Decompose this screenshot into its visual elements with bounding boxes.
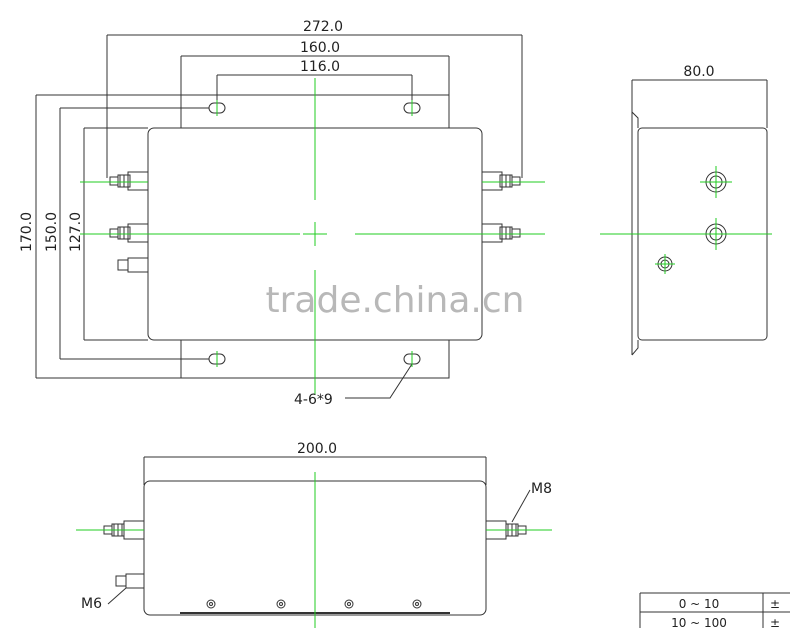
dim-272: 272.0 — [303, 19, 343, 35]
terminals-right — [481, 171, 521, 243]
dim-170: 170.0 — [19, 212, 35, 252]
dim-150: 150.0 — [44, 212, 60, 252]
front-view — [103, 456, 531, 616]
terminals-left — [109, 171, 149, 273]
hole-callout: 4-6*9 — [294, 392, 333, 408]
tol-row-2-value: ± — [770, 616, 780, 628]
top-view — [35, 34, 523, 399]
tol-row-1-value: ± — [770, 597, 780, 611]
dim-80: 80.0 — [683, 64, 714, 80]
dim-127: 127.0 — [68, 212, 84, 252]
m6-callout: M6 — [81, 596, 102, 612]
side-view — [631, 79, 768, 356]
dim-200: 200.0 — [297, 441, 337, 457]
m6-leader — [107, 587, 127, 605]
watermark: trade.china.cn — [266, 280, 525, 321]
side-view-centerlines — [600, 166, 772, 274]
tol-row-1-range: 0 ~ 10 — [679, 597, 720, 611]
hole-leader — [345, 363, 413, 399]
top-view-centerlines — [80, 78, 545, 395]
tolerance-table — [639, 592, 790, 628]
tol-row-2-range: 10 ~ 100 — [671, 616, 727, 628]
m8-callout: M8 — [531, 481, 552, 497]
dim-116: 116.0 — [300, 59, 340, 75]
dim-160: 160.0 — [300, 40, 340, 56]
front-view-centerlines — [76, 472, 552, 628]
m8-leader — [511, 489, 531, 523]
